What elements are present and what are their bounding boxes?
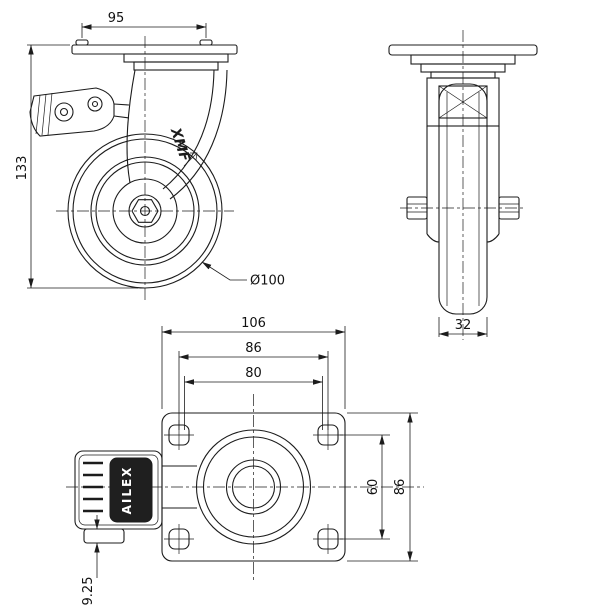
lever-pivot-pin — [54, 102, 74, 122]
plate-rivet-right — [199, 39, 213, 46]
axle-bolt-right — [498, 196, 520, 220]
dim-bolt-pitch-long: 86 — [245, 341, 262, 356]
bolt-hole-bottom-left — [164, 524, 194, 554]
dim-pedal-offset: 9.25 — [81, 577, 96, 606]
dim-wheel-diameter: Ø100 — [250, 274, 285, 289]
plan-view: AILEX — [66, 394, 424, 582]
brake-lock-tab — [83, 528, 125, 544]
dim-bolt-pitch-short: 60 — [366, 479, 381, 496]
plan-dimensions: 106 86 80 60 86 9.25 — [81, 316, 418, 605]
dim-wheel-width: 32 — [455, 318, 472, 333]
dim-bolt-pitch-inner: 80 — [245, 366, 262, 381]
brake-pedal-plan: AILEX — [74, 450, 197, 544]
dim-plate-length: 106 — [241, 316, 266, 331]
swivel-raceway-circles — [195, 429, 312, 545]
pedal-brand-plate — [109, 457, 153, 523]
top-plate-side — [71, 39, 238, 55]
front-dimensions: 32 — [438, 317, 488, 337]
wheel-side — [67, 133, 223, 289]
plate-rivet-left — [75, 39, 89, 46]
front-view — [388, 30, 538, 340]
swivel-head-side — [123, 53, 229, 71]
bolt-hole-bottom-right — [313, 524, 343, 554]
axle-hex-nut — [131, 199, 159, 223]
fork-side — [126, 69, 228, 200]
brand-arrow-icon — [183, 152, 198, 167]
pedal-brand-label: AILEX — [120, 466, 134, 515]
side-view: XMF — [29, 36, 238, 302]
fork-brand-label: XMF — [167, 125, 193, 164]
axle-bolt-left — [406, 196, 428, 220]
dim-overall-height: 133 — [15, 156, 30, 181]
dim-top-width: 95 — [108, 11, 125, 26]
side-dimensions: 95 133 Ø100 — [15, 11, 285, 289]
wheel-front — [438, 83, 488, 315]
dim-plate-width: 86 — [393, 479, 408, 496]
lever-link-pin — [87, 96, 103, 112]
brake-lever — [29, 87, 130, 137]
